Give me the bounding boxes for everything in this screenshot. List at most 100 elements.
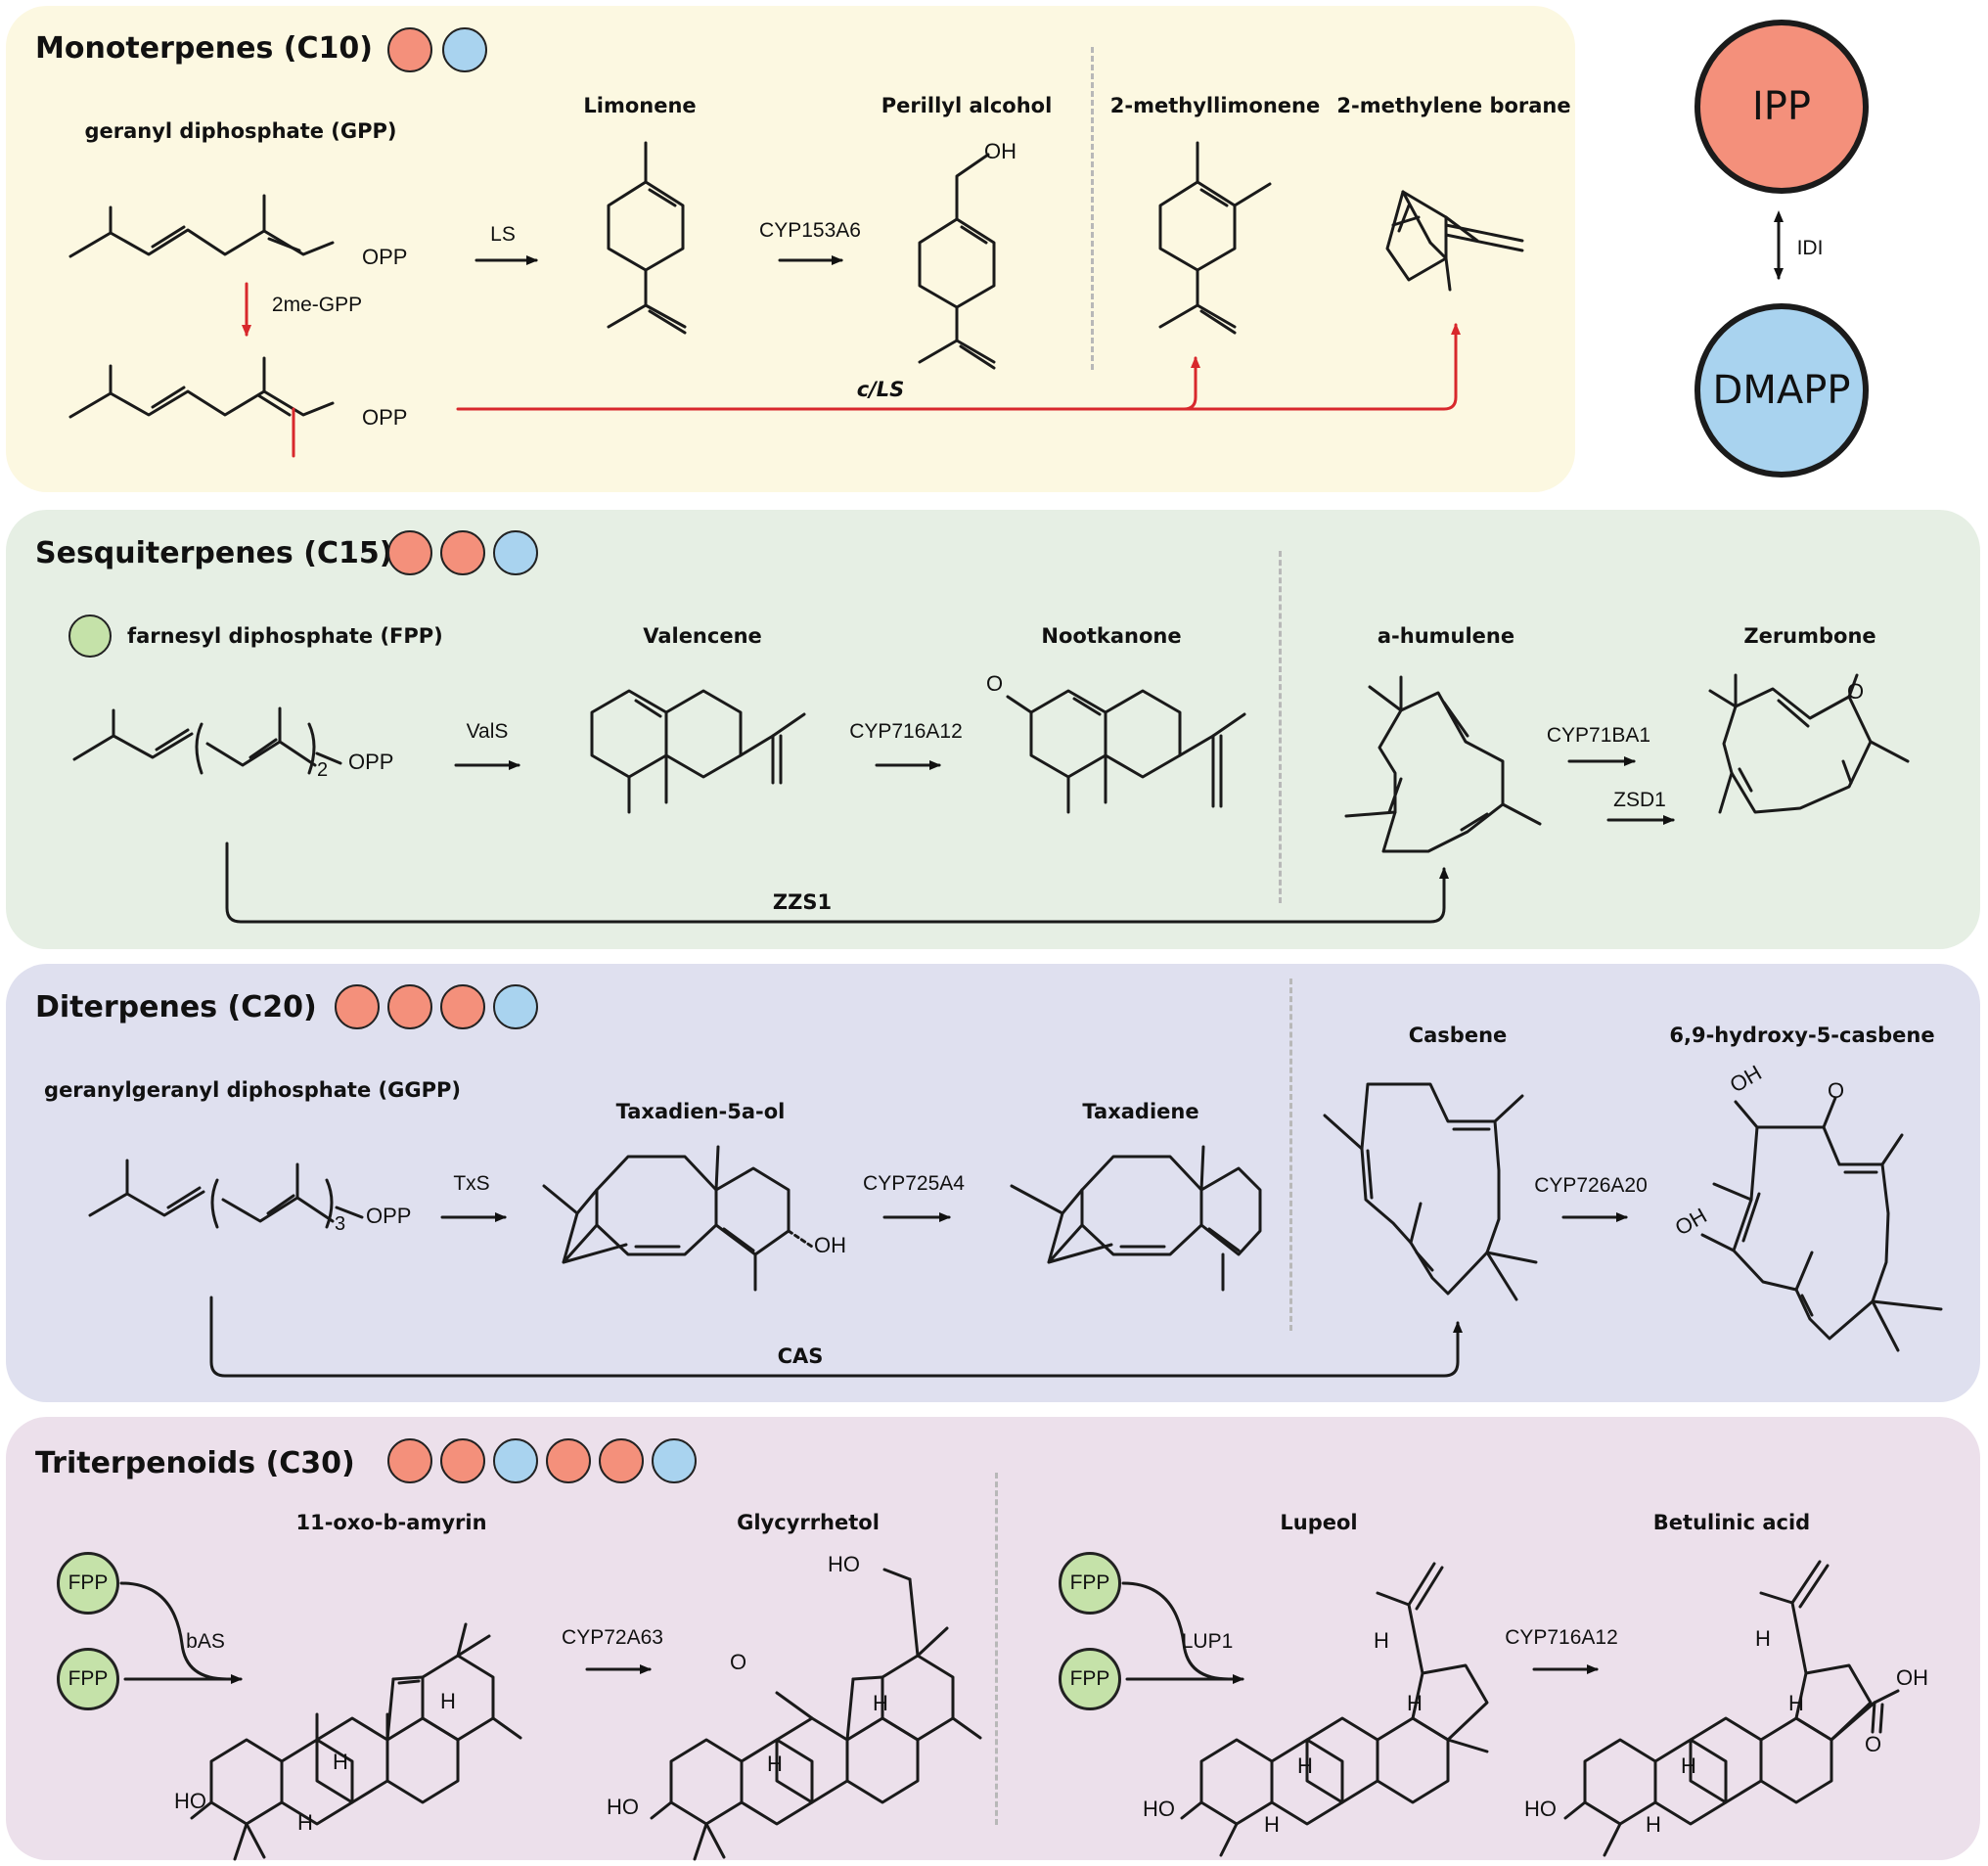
gpp-opp: OPP [362,245,408,269]
taxadienol-label: Taxadien-5a-ol [615,1100,786,1123]
betulinic-h: H [1646,1812,1661,1837]
fpp-bubble: FPP [1059,1648,1121,1710]
nootkanone-label: Nootkanone [1041,624,1182,648]
cyp726-enzyme: CYP726A20 [1534,1174,1648,1197]
zerumbone-o: O [1847,679,1865,704]
ipp-dot [387,530,432,575]
lupeol-h: H [1407,1691,1423,1715]
cyp71-enzyme: CYP71BA1 [1546,724,1651,747]
lupeol-ho: HO [1143,1797,1175,1821]
limonene-label: Limonene [583,94,697,117]
zsd1-enzyme: ZSD1 [1613,789,1666,811]
lupeol-label: Lupeol [1280,1511,1358,1534]
oxo-amyrin-label: 11-oxo-b-amyrin [295,1511,487,1534]
monoterpenes-panel [6,6,1575,492]
ipp-dot [387,984,432,1029]
fpp-subscript: 2 [317,759,329,781]
oxo-amyrin-structure [190,1622,522,1861]
fpp-bubble: FPP [57,1552,119,1615]
ggpp-opp: OPP [366,1204,412,1228]
perillyl-oh: OH [984,139,1017,163]
betulinic-acid-structure [1563,1560,1900,1857]
bas-enzyme: bAS [186,1630,225,1653]
methyllimonene-label: 2-methyllimonene [1109,94,1321,117]
glycyrrhetol-structure [650,1568,982,1861]
me-gpp-structure [68,356,335,458]
di-title: Diterpenes (C20) [35,990,317,1024]
cls-enzyme: c/LS [856,378,905,401]
fpp-label: farnesyl diphosphate (FPP) [127,624,443,648]
mono-divider [1091,47,1094,370]
dmapp-dot [493,1438,538,1483]
fpp-bubble: FPP [57,1648,119,1710]
humulene-label: a-humulene [1377,624,1515,648]
ggpp-subscript: 3 [335,1213,346,1235]
hydroxycasbene-label: 6,9-hydroxy-5-casbene [1669,1024,1935,1047]
glycyrrhetol-label: Glycyrrhetol [737,1511,880,1534]
mono-title: Monoterpenes (C10) [35,31,373,66]
taxadienol-oh: OH [814,1233,846,1257]
ipp-dot [335,984,380,1029]
hydroxycasbene-structure [1700,1096,1943,1352]
perillyl-label: Perillyl alcohol [881,94,1053,117]
betulinic-ho: HO [1524,1797,1557,1821]
vals-enzyme: ValS [466,720,509,743]
dmapp-dot [652,1438,697,1483]
cyp716-tri-enzyme: CYP716A12 [1505,1626,1618,1649]
glycyrrhetol-o: O [730,1650,747,1674]
taxadienol-structure [542,1145,814,1292]
tri-divider [995,1473,998,1825]
sesquiterpenes-panel [6,510,1980,949]
oxo-amyrin-h: H [297,1810,313,1835]
nootkanone-o: O [986,671,1004,696]
betulinic-oh: OH [1896,1665,1928,1690]
sesq-title: Sesquiterpenes (C15) [35,536,393,570]
gpp-structure [68,194,335,258]
taxadiene-structure [1010,1145,1262,1292]
fpp-structure [72,706,342,775]
betulinic-label: Betulinic acid [1652,1511,1811,1534]
txs-enzyme: TxS [453,1172,490,1195]
triterpenoids-panel [6,1417,1980,1860]
ipp-dot [387,27,432,72]
casbene-label: Casbene [1408,1024,1508,1047]
diterpenes-panel [6,964,1980,1402]
zerumbone-structure [1708,673,1910,814]
fpp-bubble: FPP [1059,1552,1121,1615]
sesq-divider [1279,551,1282,903]
betulinic-o: O [1865,1732,1882,1756]
ggpp-label: geranylgeranyl diphosphate (GGPP) [44,1078,461,1102]
gpp-label: geranyl diphosphate (GPP) [84,119,397,143]
ipp-dot [599,1438,644,1483]
ipp-dot [546,1438,591,1483]
zerumbone-label: Zerumbone [1743,624,1876,648]
betulinic-h: H [1788,1691,1804,1715]
dmapp-dot [442,27,487,72]
methylene-borane-structure [1385,190,1524,292]
valencene-structure [590,689,806,814]
valencene-label: Valencene [643,624,762,648]
tri-title: Triterpenoids (C30) [35,1446,355,1480]
ipp-circle: IPP [1694,20,1869,194]
glycyrrhetol-ho: HO [607,1795,639,1819]
me-gpp-opp: OPP [362,405,408,430]
oxo-amyrin-ho: HO [174,1789,206,1813]
ipp-dot [440,1438,485,1483]
betulinic-h: H [1681,1753,1696,1778]
lupeol-structure [1180,1562,1489,1857]
lupeol-h: H [1374,1628,1389,1653]
glycyrrhetol-h: H [873,1691,888,1715]
dmapp-dot [493,530,538,575]
cyp72-enzyme: CYP72A63 [562,1626,663,1649]
oxo-amyrin-h: H [333,1750,348,1774]
ipp-dot [440,984,485,1029]
lup1-enzyme: LUP1 [1181,1630,1234,1653]
dmapp-dot [493,984,538,1029]
ggpp-structure [88,1159,364,1229]
taxadiene-label: Taxadiene [1082,1100,1199,1123]
lupeol-h: H [1264,1812,1280,1837]
methyleneborane-label: 2-methylene borane [1336,94,1571,117]
casbene-structure [1323,1082,1538,1301]
cyp716-enzyme: CYP716A12 [849,720,963,743]
